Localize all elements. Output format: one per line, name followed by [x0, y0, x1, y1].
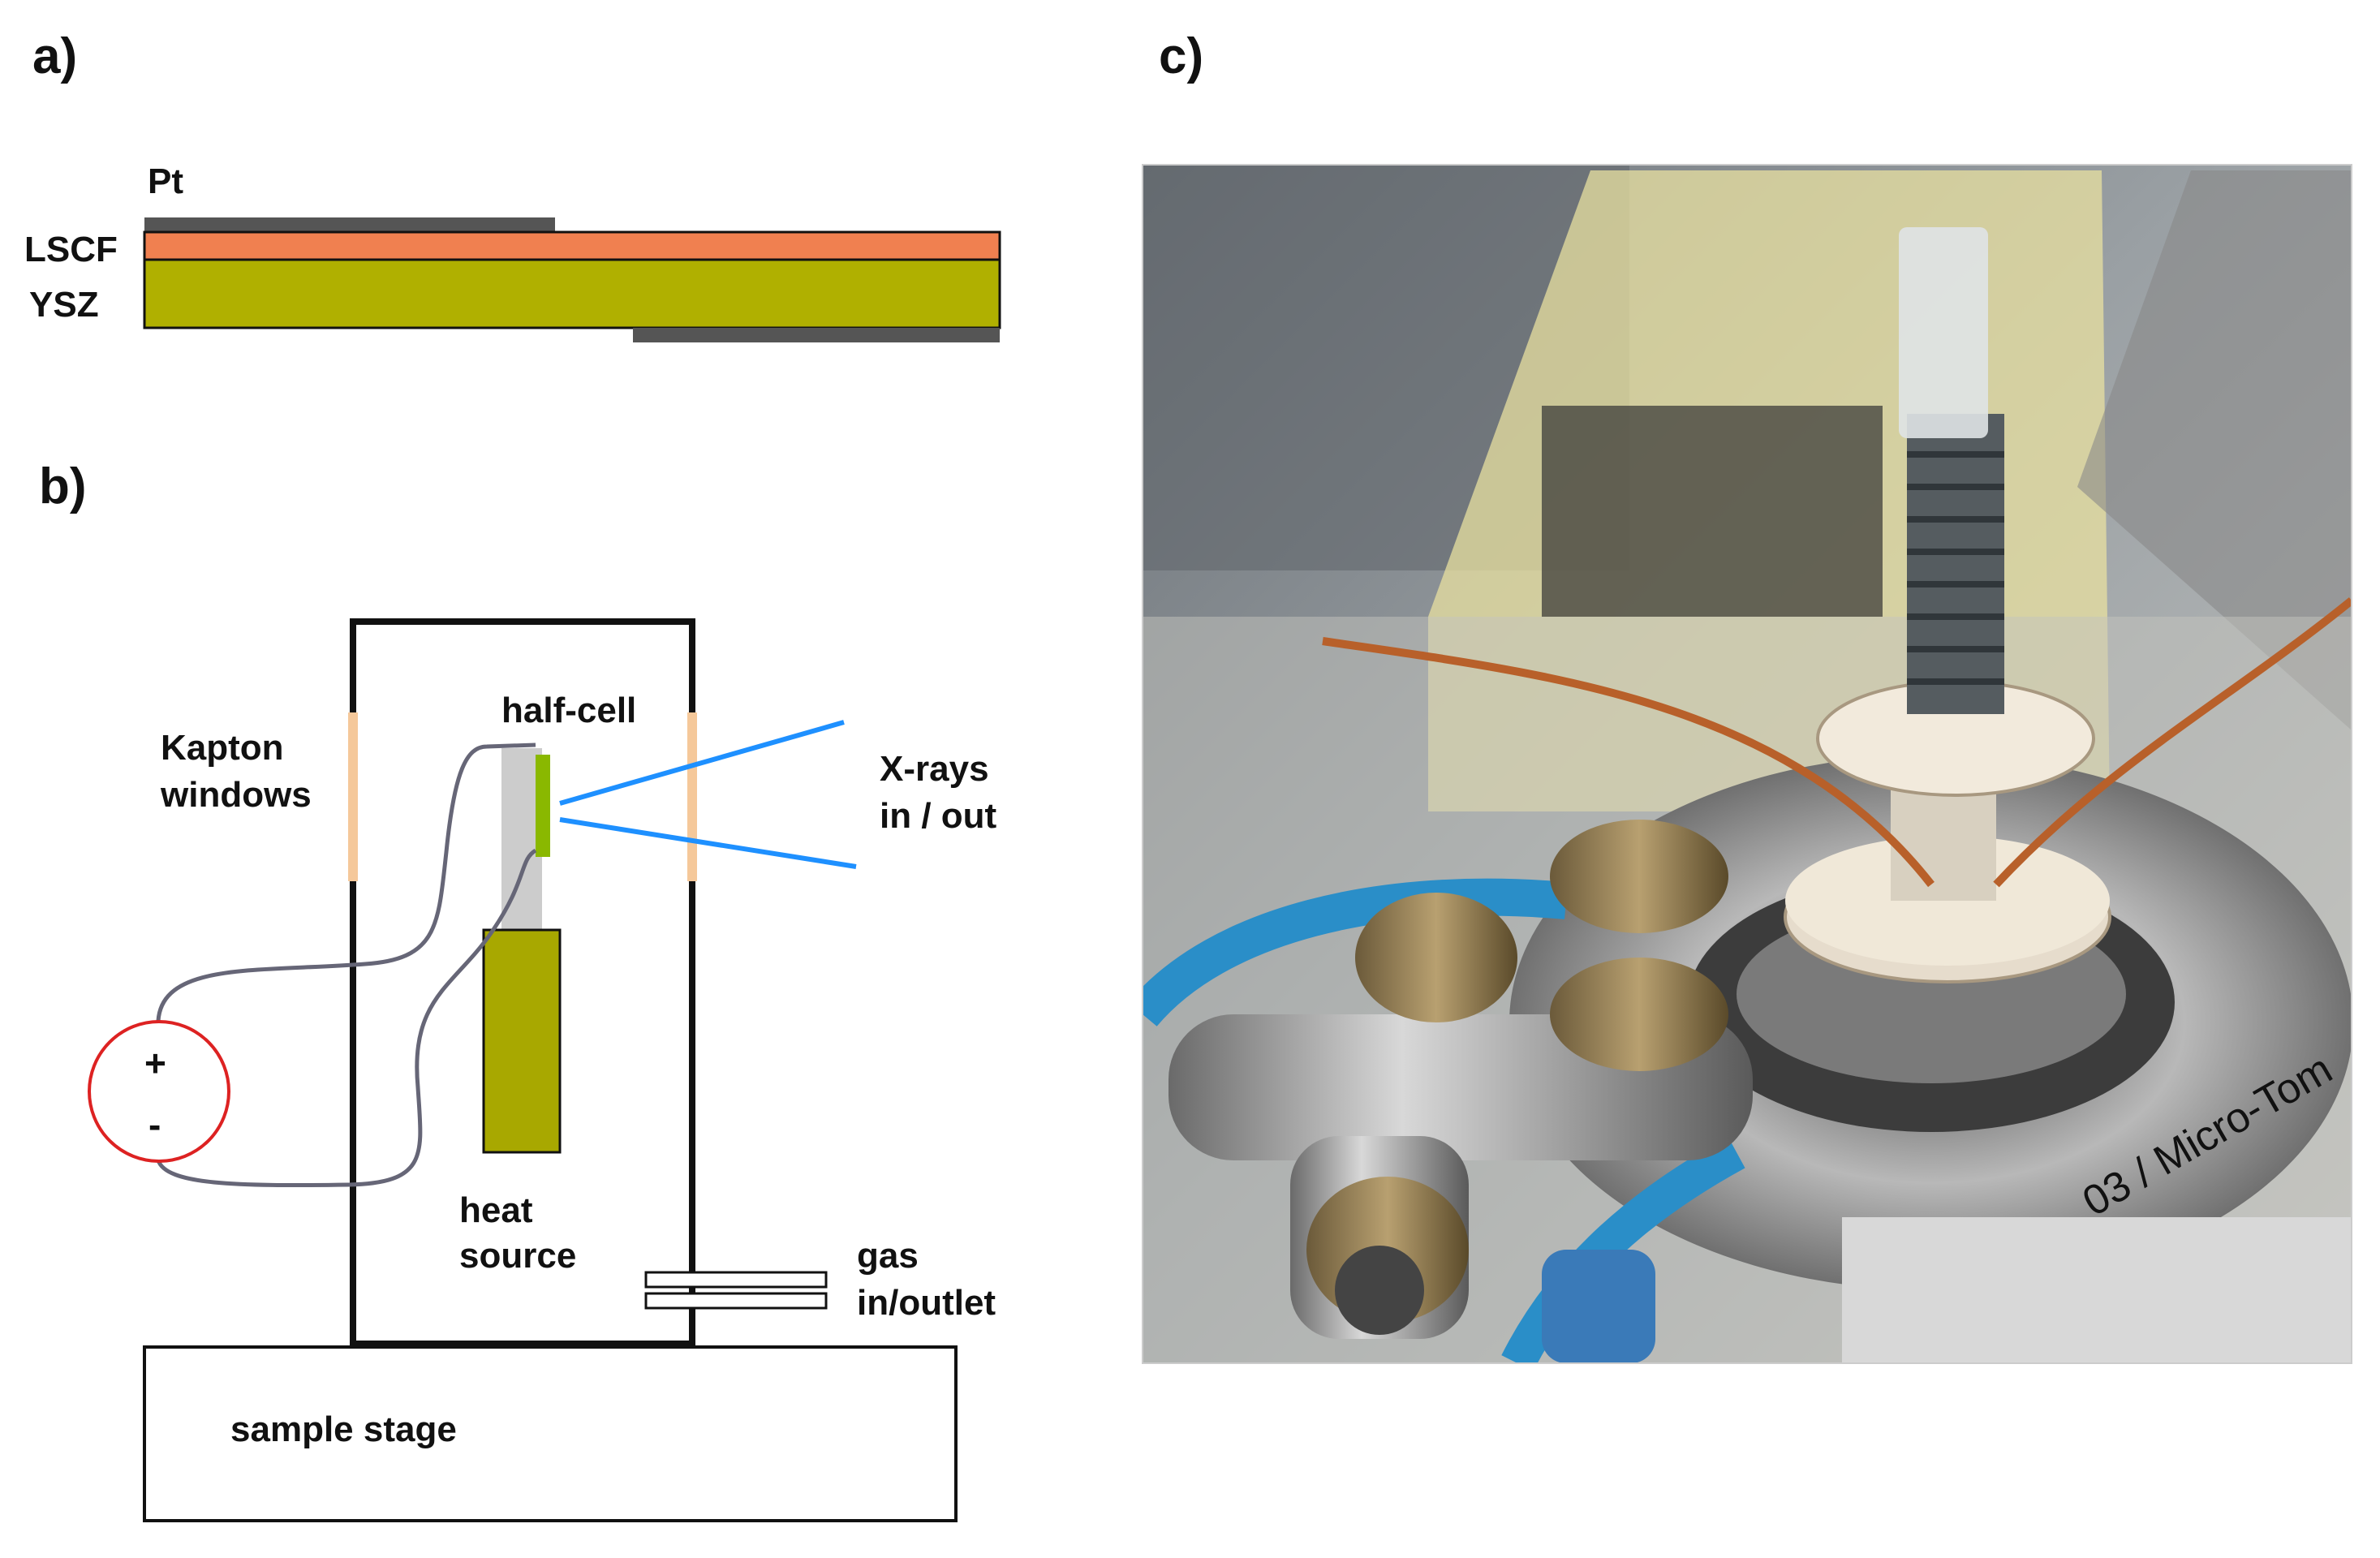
wire-negative: [156, 848, 537, 1188]
gas-label-2: in/outlet: [857, 1283, 996, 1323]
xrays-label-2: in / out: [880, 796, 997, 836]
xray-incoming: [559, 720, 845, 806]
minus-sign: -: [148, 1104, 161, 1146]
panel-label-b: b): [39, 458, 87, 514]
heat-source: [482, 928, 562, 1154]
kapton-window-left: [348, 712, 358, 881]
panel-label-c: c): [1159, 28, 1203, 84]
kapton-label-2: windows: [160, 775, 312, 815]
lscf-layer: [143, 230, 1001, 261]
half-cell: [536, 755, 550, 857]
voltage-source: [88, 1020, 230, 1163]
sample-holder: [501, 748, 542, 930]
xrays-label-1: X-rays: [880, 749, 989, 789]
panel-label-a: a): [32, 28, 77, 84]
heat-label-2: source: [459, 1236, 576, 1276]
wire-positive: [156, 742, 536, 1022]
sample-stage-label: sample stage: [230, 1410, 457, 1449]
photo-frame: [1142, 164, 2352, 1364]
plus-sign: +: [144, 1042, 166, 1084]
pt-top-layer: [144, 217, 555, 232]
layer-stack-diagram: Pt LSCF YSZ: [24, 161, 1001, 342]
chamber-wall: [350, 618, 695, 1347]
sample-stage: [143, 1345, 958, 1522]
gas-pipe-upper: [644, 1271, 828, 1289]
pt-label: Pt: [148, 161, 183, 201]
half-cell-label: half-cell: [501, 691, 636, 730]
xray-outgoing: [559, 817, 857, 869]
pt-bottom-layer: [633, 328, 1000, 342]
setup-photograph: 03 / Micro-Tom: [1143, 165, 2352, 1363]
kapton-window-right: [687, 712, 697, 881]
ysz-layer: [143, 258, 1001, 329]
ysz-label: YSZ: [29, 285, 99, 325]
gas-pipe-lower: [644, 1292, 828, 1310]
gas-label-1: gas: [857, 1236, 919, 1276]
lscf-label: LSCF: [24, 230, 118, 269]
kapton-label-1: Kapton: [161, 728, 284, 768]
setup-schematic: sample stage + - Kapton windows half-cel…: [88, 618, 997, 1522]
heat-label-1: heat: [459, 1190, 533, 1230]
